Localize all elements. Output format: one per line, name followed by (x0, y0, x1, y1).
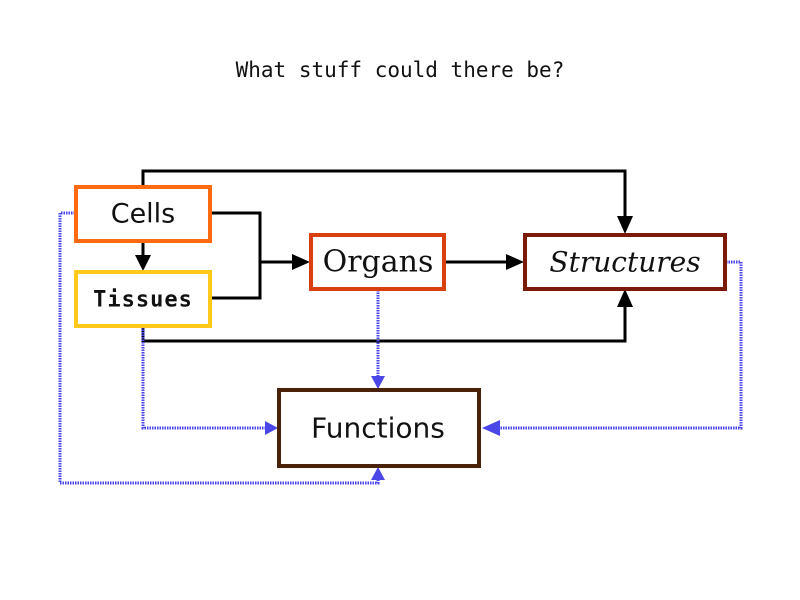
node-cells-box (74, 185, 212, 243)
node-structures: Structures (523, 233, 727, 291)
arrowhead-structures-to-functions (482, 420, 500, 436)
node-structures-label: Structures (549, 246, 700, 279)
node-functions: Functions (277, 388, 481, 468)
node-functions-box (277, 388, 481, 468)
node-organs-label: Organs (323, 245, 434, 280)
edge-cells-to-organs (210, 211, 262, 262)
arrowhead-tissues-to-functions (265, 421, 278, 435)
arrowhead-cells-to-tissues (135, 255, 151, 271)
node-organs: Organs (309, 233, 446, 291)
node-organs-box (309, 233, 446, 291)
diagram-title: What stuff could there be? (235, 58, 565, 82)
solid-edges (135, 169, 633, 343)
edge-cells-to-structures (141, 169, 627, 218)
node-cells: Cells (74, 185, 212, 243)
node-functions-label: Functions (311, 412, 445, 445)
arrowhead-tissues-to-structures (617, 289, 633, 307)
arrowhead-organs-to-functions (371, 376, 385, 389)
node-tissues-box (74, 270, 212, 328)
edge-tissues-to-structures (141, 305, 627, 343)
node-tissues-label: Tissues (93, 288, 193, 313)
edge-cells-to-functions (58, 211, 380, 485)
arrowhead-organs-to-structures (506, 254, 524, 270)
edge-tissues-to-organs (210, 262, 262, 300)
arrowhead-cells-to-functions (371, 467, 385, 480)
dotted-edges (58, 211, 743, 485)
edge-structures-to-functions (498, 260, 743, 430)
node-structures-box (523, 233, 727, 291)
arrowhead-cells-to-structures (617, 216, 633, 234)
node-cells-label: Cells (111, 199, 176, 230)
node-tissues: Tissues (74, 270, 212, 328)
edge-tissues-to-functions (141, 327, 266, 430)
arrowhead-to-organs (292, 254, 310, 270)
